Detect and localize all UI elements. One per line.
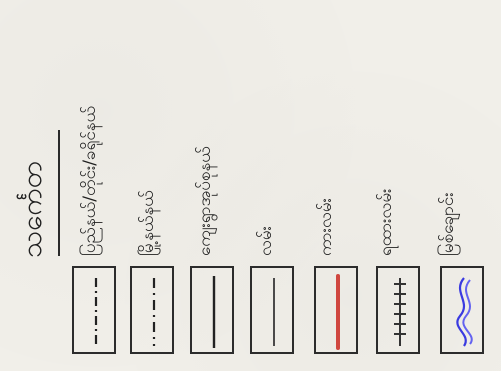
- legend-swatch-river: [440, 266, 484, 354]
- legend-label-village-tract-boundary: ကျေးရွာအုပ်စုနယ်: [195, 146, 215, 256]
- legend-swatch-village-tract-boundary: [190, 266, 234, 354]
- legend-swatch-state-region-district-boundary: [72, 266, 116, 354]
- legend-label-township-boundary: မြို့နယ်နယ်: [138, 190, 158, 256]
- legend-title: သင်္ကေတ: [15, 161, 48, 258]
- dash-dot-line-icon: [152, 278, 156, 346]
- thick-red-line-icon: [336, 274, 340, 350]
- railway-icon: [394, 278, 406, 346]
- legend-label-state-region-district-boundary: ပြည်နယ်/တိုင်း/ခရိုင်နယ်: [80, 105, 100, 256]
- dash-dot-line-icon: [94, 278, 98, 346]
- legend-label-river: မြစ်ချောင်း: [438, 192, 458, 256]
- legend-swatch-township-boundary: [130, 266, 174, 354]
- legend-swatch-railway: [376, 266, 420, 354]
- river-icon: [456, 277, 473, 347]
- thin-line-icon: [273, 278, 275, 346]
- legend-label-railway: ရထားလမ်း: [376, 188, 396, 256]
- legend-label-highway: ကားလမ်း: [316, 198, 336, 256]
- legend-swatch-road: [250, 266, 294, 354]
- legend-swatch-highway: [314, 266, 358, 354]
- title-divider: [58, 130, 60, 256]
- solid-line-icon: [212, 276, 216, 348]
- legend-label-road: လမ်း: [256, 226, 276, 256]
